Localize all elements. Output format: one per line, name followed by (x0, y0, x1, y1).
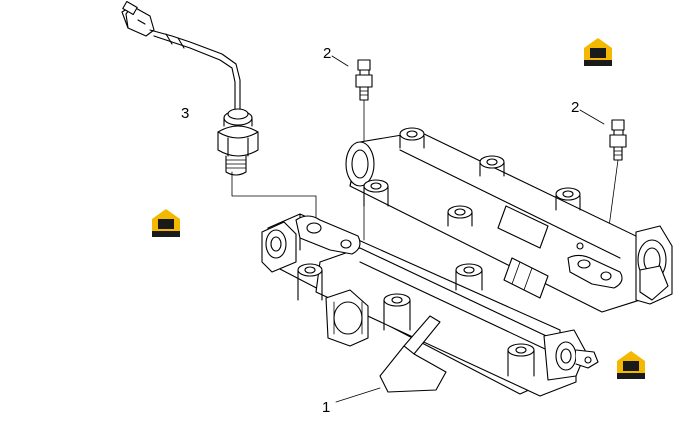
rail-bosses-middle (297, 205, 535, 377)
callout-part-2-right: 2 (571, 99, 580, 116)
bleed-screw-part-2-right (579, 109, 627, 265)
callout-part-2-left: 2 (323, 45, 332, 62)
callout-part-3: 3 (181, 105, 190, 122)
watermark-logo (152, 209, 180, 237)
rail-bosses-upper (363, 127, 581, 211)
fuel-rail-assembly-part-1 (261, 127, 673, 403)
watermark-logo (584, 38, 612, 66)
pressure-sensor-part-3 (121, 0, 317, 223)
watermark-logo (617, 351, 645, 379)
callout-part-1: 1 (322, 399, 331, 416)
